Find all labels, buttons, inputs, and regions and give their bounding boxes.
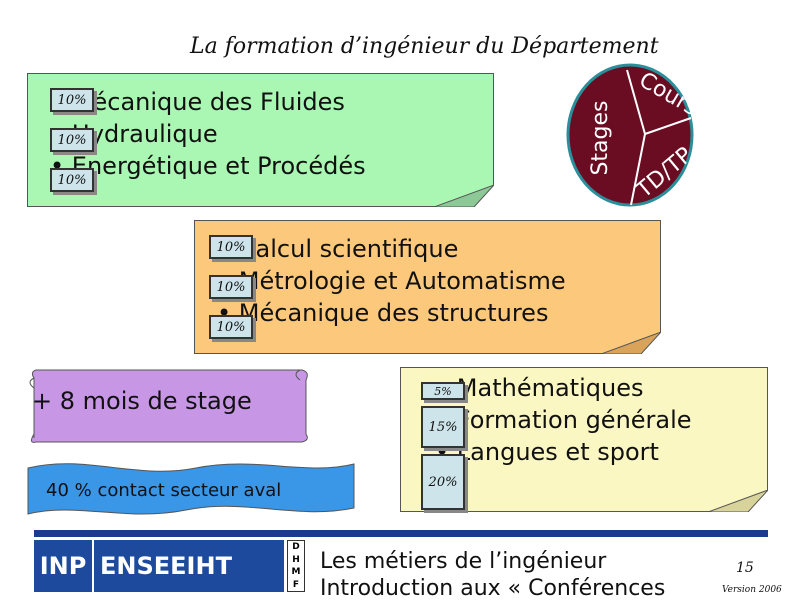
- topic-item: Mathématiques: [435, 372, 692, 404]
- footer-line-1: Les métiers de l’ingénieur: [320, 549, 607, 574]
- topic-item: Métrologie et Automatisme: [217, 265, 566, 297]
- scroll-banner-shape: [29, 369, 308, 443]
- footer-divider: [34, 530, 768, 537]
- segment-stages: Stages: [588, 100, 613, 175]
- topic-item: Formation générale: [435, 404, 692, 436]
- topic-box-2: Calcul scientifique Métrologie et Automa…: [194, 220, 661, 354]
- topic-item: Énergétique et Procédés: [50, 150, 366, 182]
- topic-item: Langues et sport: [435, 436, 692, 468]
- topic-box-1: Mécanique des Fluides Hydraulique Énergé…: [27, 73, 494, 207]
- enseeiht-logo-text: ENSEEIHT: [100, 552, 232, 580]
- percent-badge: 20%: [421, 454, 465, 510]
- topic-item: Hydraulique: [50, 118, 366, 150]
- page-curl-icon: [434, 185, 494, 207]
- inp-logo: INP: [34, 540, 92, 592]
- footer-caption: Les métiers de l’ingénieur Introduction …: [320, 548, 665, 602]
- percent-badge: 5%: [421, 382, 465, 400]
- dhmf-letter: M: [291, 567, 301, 578]
- dhmf-letter: D: [292, 542, 300, 553]
- topic-box-3: Mathématiques Formation générale Langues…: [400, 367, 768, 512]
- topic-item: Calcul scientifique: [217, 233, 566, 265]
- percent-badge: 15%: [421, 406, 465, 448]
- dhmf-letter: F: [292, 579, 300, 590]
- slide-title: La formation d’ingénieur du Département: [190, 34, 659, 59]
- page-curl-icon: [601, 332, 661, 354]
- internship-text: + 8 mois de stage: [32, 387, 252, 415]
- percent-badge: 10%: [209, 315, 253, 339]
- percent-badge: 10%: [50, 88, 94, 112]
- percent-badge: 10%: [209, 275, 253, 299]
- footer-line-2: Introduction aux « Conférences: [320, 576, 666, 601]
- topic-item: Mécanique des structures: [217, 297, 566, 329]
- wave-banner-shape: [27, 463, 355, 515]
- dhmf-logo: D H M F: [287, 540, 305, 592]
- version-label: Version 2006: [722, 585, 782, 595]
- teaching-modes-circle: Cours TD/TP Stages: [566, 63, 695, 207]
- contact-text: 40 % contact secteur aval: [46, 480, 282, 501]
- dhmf-letter: H: [292, 554, 300, 565]
- percent-badge: 10%: [50, 168, 94, 192]
- page-curl-icon: [708, 490, 768, 512]
- percent-badge: 10%: [209, 235, 253, 259]
- percent-badge: 10%: [50, 128, 94, 152]
- topic-item: Mécanique des Fluides: [50, 86, 366, 118]
- page-number: 15: [736, 560, 754, 576]
- enseeiht-logo: ENSEEIHT: [94, 540, 284, 592]
